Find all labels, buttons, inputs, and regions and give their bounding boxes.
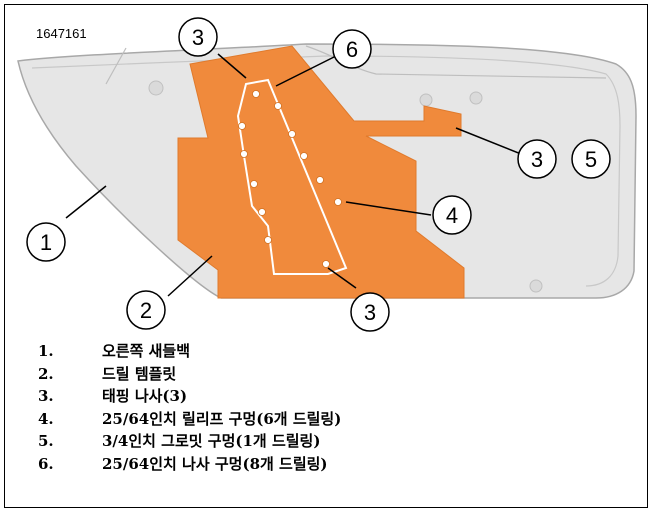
svg-text:3: 3: [364, 300, 376, 325]
callout-2: 2: [126, 290, 166, 330]
callout-3-right: 3: [517, 139, 557, 179]
svg-text:5: 5: [585, 147, 597, 172]
svg-text:3: 3: [192, 25, 204, 50]
legend-text: 25/64인치 나사 구멍(8개 드릴링): [102, 454, 328, 473]
callout-5: 5: [571, 139, 611, 179]
legend-item: 1. 오른쪽 새들백: [38, 340, 638, 363]
diagram-svg: 1 2 3 6 4 3 5: [17, 17, 637, 332]
svg-text:2: 2: [140, 298, 152, 323]
callout-6: 6: [332, 29, 372, 69]
saddlebag-diagram: 1 2 3 6 4 3 5: [6, 6, 646, 336]
figure-frame: [4, 4, 648, 508]
bag-boss: [148, 80, 164, 96]
bag-boss: [469, 91, 483, 105]
legend-number: 5.: [38, 432, 54, 450]
legend-number: 4.: [38, 409, 54, 428]
callout-1: 1: [26, 222, 66, 262]
svg-text:1: 1: [40, 230, 52, 255]
legend-item: 3. 태핑 나사(3): [38, 385, 638, 408]
legend-number: 3.: [38, 387, 54, 405]
template-cutout: [236, 78, 348, 275]
figure-id: 1647161: [36, 26, 87, 41]
callout-3-bottom: 3: [350, 292, 390, 332]
legend-item: 4. 25/64인치 릴리프 구멍(6개 드릴링): [38, 408, 638, 431]
svg-text:4: 4: [446, 203, 458, 228]
legend-number: 1.: [38, 342, 54, 360]
svg-text:3: 3: [531, 147, 543, 172]
legend-item: 2. 드릴 템플릿: [38, 363, 638, 386]
legend-number: 2.: [38, 364, 54, 383]
callout-3-top: 3: [178, 17, 218, 57]
bag-boss: [419, 93, 433, 107]
svg-text:6: 6: [346, 37, 358, 62]
bag-boss: [529, 279, 543, 293]
legend-text: 드릴 템플릿: [102, 364, 177, 383]
legend-item: 5. 3/4인치 그로밋 구멍(1개 드릴링): [38, 430, 638, 453]
template-holes: [238, 90, 342, 268]
drill-template: [177, 45, 465, 299]
leader-lines: [65, 53, 527, 297]
legend-item: 6. 25/64인치 나사 구멍(8개 드릴링): [38, 453, 638, 476]
legend-text: 25/64인치 릴리프 구멍(6개 드릴링): [102, 409, 342, 428]
legend-list: 1. 오른쪽 새들백 2. 드릴 템플릿 3. 태핑 나사(3) 4. 25/6…: [38, 340, 638, 475]
saddlebag-inner-panel: [31, 55, 621, 287]
legend-text: 오른쪽 새들백: [102, 342, 191, 360]
legend-text: 태핑 나사(3): [102, 387, 188, 405]
legend-text: 3/4인치 그로밋 구멍(1개 드릴링): [102, 432, 321, 450]
legend-number: 6.: [38, 454, 54, 473]
callout-4: 4: [432, 195, 472, 235]
